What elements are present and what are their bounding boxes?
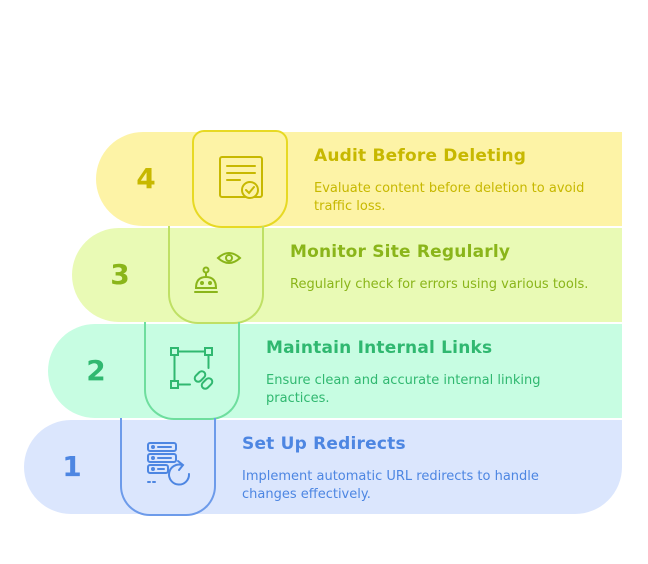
step-description: Evaluate content before deletion to avoi… — [314, 181, 585, 214]
icon-tab — [192, 130, 288, 228]
robot-eye-icon — [194, 252, 242, 293]
link-nodes-icon — [170, 347, 214, 390]
step-number: 4 — [136, 162, 156, 195]
step-1: 1 Set Up Redirects Implement automatic U… — [24, 418, 622, 516]
step-description: Implement automatic URL redirects to han… — [242, 469, 539, 502]
step-title: Set Up Redirects — [242, 434, 406, 454]
server-redirect-icon — [147, 442, 191, 486]
icon-tab — [144, 322, 240, 420]
step-3: 3 Monitor Site Regularly Regularly check… — [72, 226, 622, 324]
icon-tab — [120, 418, 216, 516]
step-number: 1 — [62, 450, 82, 483]
step-number: 2 — [86, 354, 106, 387]
checklist-document-icon — [219, 156, 263, 199]
step-description: Ensure clean and accurate internal linki… — [266, 373, 541, 406]
step-title: Audit Before Deleting — [314, 146, 527, 166]
step-2: 2 Maintain Internal Links Ensure clean a… — [48, 322, 622, 420]
icon-tab — [168, 226, 264, 324]
step-title: Monitor Site Regularly — [290, 242, 511, 262]
step-number: 3 — [110, 258, 130, 291]
step-4: 4 Audit Before Deleting Evaluate content… — [96, 130, 622, 228]
step-title: Maintain Internal Links — [266, 338, 493, 358]
step-description: Regularly check for errors using various… — [290, 277, 589, 292]
